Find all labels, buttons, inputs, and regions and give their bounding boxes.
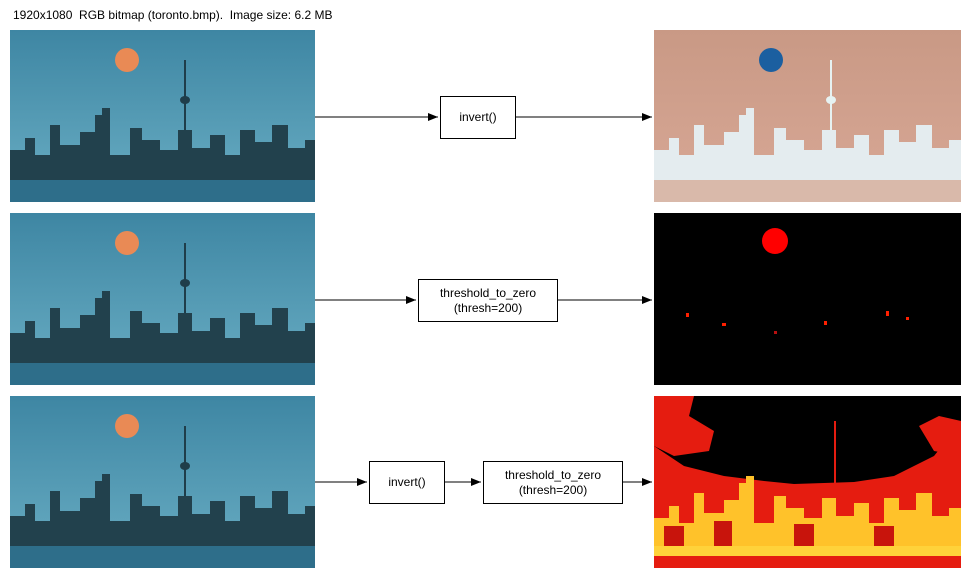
image-info-caption: 1920x1080 RGB bitmap (toronto.bmp). Imag… [13,8,333,22]
invert-step-box-row3: invert() [369,461,445,504]
toronto-skyline-thresholded [654,213,961,385]
threshold-step-label-line1: threshold_to_zero [439,285,537,300]
toronto-skyline-invert-thresholded [654,396,961,568]
threshold-step-label-line1: threshold_to_zero [504,467,602,482]
toronto-skyline-inverted [654,30,961,202]
threshold-step-label-line2: (thresh=200) [518,482,588,497]
original-image-row2 [10,213,315,385]
toronto-skyline-original [10,213,315,385]
invert-step-label: invert() [388,475,426,489]
original-image-row3 [10,396,315,568]
threshold-step-label-line2: (thresh=200) [453,300,523,315]
invert-threshold-image-row3 [654,396,961,568]
threshold-step-box-row3: threshold_to_zero (thresh=200) [483,461,623,504]
invert-step-label: invert() [459,110,497,124]
invert-step-box-row1: invert() [440,96,516,139]
toronto-skyline-original [10,396,315,568]
original-image-row1 [10,30,315,202]
inverted-image-row1 [654,30,961,202]
threshold-step-box-row2: threshold_to_zero (thresh=200) [418,279,558,322]
threshold-image-row2 [654,213,961,385]
toronto-skyline-original [10,30,315,202]
